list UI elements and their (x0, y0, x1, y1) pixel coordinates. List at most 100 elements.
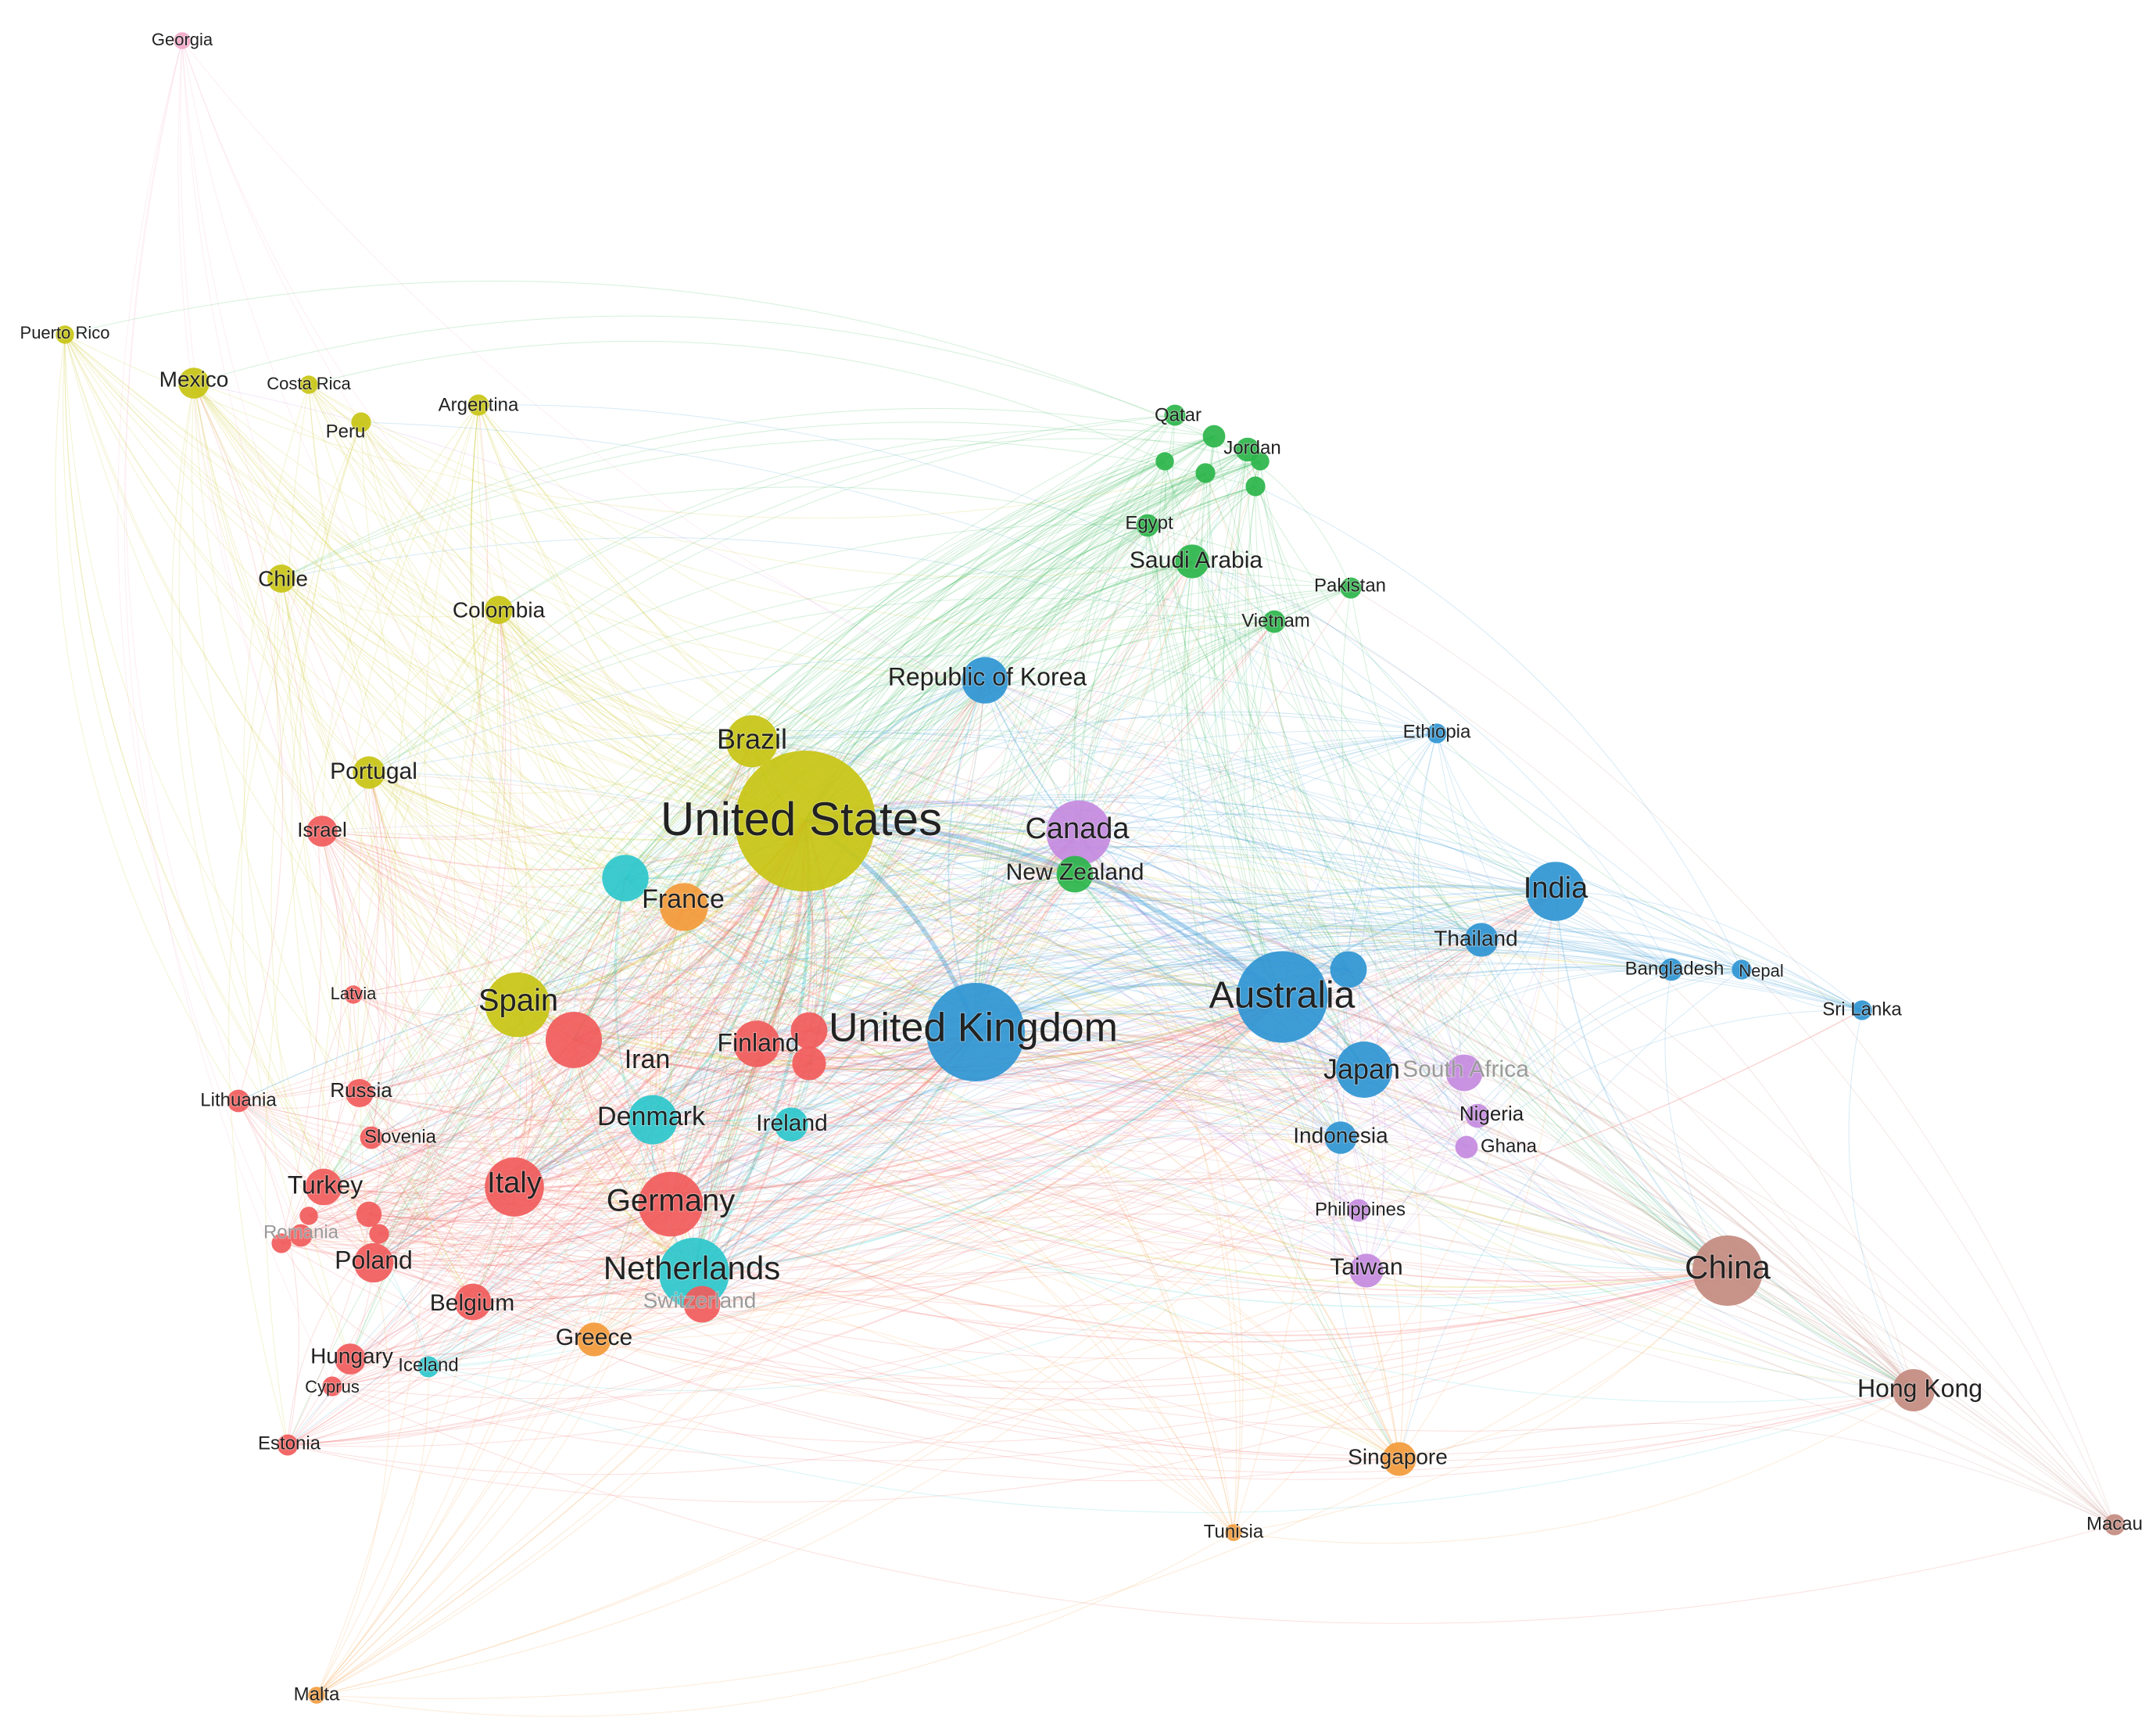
node-japan[interactable] (1336, 1042, 1392, 1098)
node-lebanon[interactable] (1251, 452, 1270, 471)
node-australia[interactable] (1236, 951, 1328, 1043)
collaboration-edge (751, 561, 1193, 742)
collaboration-edge (804, 461, 1261, 822)
node-romania[interactable] (289, 1224, 313, 1247)
node-united-states[interactable] (735, 751, 876, 891)
node-ireland[interactable] (774, 1107, 808, 1142)
node-finland[interactable] (733, 1020, 780, 1067)
node-switzerland[interactable] (683, 1285, 721, 1323)
node-puerto-rico[interactable] (56, 325, 74, 344)
node-iran[interactable] (546, 1012, 602, 1068)
collaboration-edge (514, 873, 1076, 1188)
node-spain[interactable] (485, 972, 550, 1038)
node-philippines[interactable] (1347, 1199, 1370, 1222)
node-bangladesh[interactable] (1660, 958, 1683, 981)
node-czech-republic[interactable] (356, 1201, 382, 1228)
node-republic-of-korea[interactable] (962, 657, 1008, 704)
label-iceland: Iceland (398, 1354, 458, 1375)
node-vietnam[interactable] (1262, 610, 1286, 633)
node-greece[interactable] (577, 1322, 611, 1357)
node-ghana[interactable] (1455, 1135, 1478, 1159)
collaboration-edge (238, 1100, 695, 1274)
node-indonesia[interactable] (1324, 1121, 1357, 1154)
node-chile[interactable] (267, 565, 295, 593)
collaboration-edge (287, 772, 396, 1446)
node-ethiopia[interactable] (1427, 723, 1447, 744)
node-singapore[interactable] (1382, 1442, 1416, 1476)
node-malta[interactable] (308, 1687, 325, 1704)
collaboration-edge (117, 40, 282, 1244)
node-iceland[interactable] (417, 1356, 439, 1378)
node-kuwait[interactable] (1195, 463, 1216, 483)
node-slovenia[interactable] (360, 1126, 383, 1149)
collaboration-edge (1436, 733, 1914, 1391)
node-estonia[interactable] (277, 1434, 299, 1456)
node-bahrain[interactable] (1155, 452, 1174, 471)
node-russia[interactable] (346, 1079, 374, 1107)
node-slovakia[interactable] (271, 1233, 292, 1253)
collaboration-edge (368, 772, 1365, 1073)
node-france[interactable] (660, 883, 708, 931)
node-cyprus[interactable] (322, 1376, 342, 1397)
node-austria[interactable] (790, 1012, 828, 1049)
node-colombia[interactable] (485, 596, 513, 624)
node-costa-rica[interactable] (299, 375, 318, 394)
node-thailand[interactable] (1464, 923, 1499, 957)
label-estonia: Estonia (258, 1432, 321, 1454)
collaboration-edge (514, 960, 1863, 1188)
collaboration-edge (238, 1100, 474, 1303)
collaboration-edge (193, 382, 806, 822)
node-canada[interactable] (1046, 800, 1112, 866)
node-sri-lanka[interactable] (1852, 1000, 1872, 1020)
node-sweden[interactable] (602, 855, 649, 902)
node-italy[interactable] (485, 1157, 544, 1217)
node-saudi-arabia[interactable] (1175, 544, 1209, 579)
collaboration-edge (238, 897, 1672, 1102)
node-south-africa[interactable] (1445, 1054, 1483, 1092)
node-denmark[interactable] (628, 1095, 678, 1145)
collaboration-edge (693, 1213, 1914, 1391)
node-egypt[interactable] (1136, 514, 1159, 537)
node-georgia[interactable] (174, 32, 191, 49)
node-hong-kong[interactable] (1893, 1369, 1935, 1411)
node-new-zealand[interactable] (1056, 855, 1094, 893)
collaboration-edge (287, 1366, 429, 1446)
node-croatia[interactable] (299, 1206, 318, 1225)
node-lithuania[interactable] (227, 1089, 250, 1113)
node-latvia[interactable] (344, 985, 363, 1004)
node-malaysia[interactable] (1330, 951, 1367, 988)
node-nigeria[interactable] (1465, 1103, 1490, 1128)
collaboration-edge (625, 461, 1261, 879)
node-turkey[interactable] (305, 1168, 342, 1206)
node-hungary[interactable] (335, 1343, 366, 1375)
node-india[interactable] (1526, 862, 1585, 921)
node-united-kingdom[interactable] (926, 983, 1025, 1081)
node-pakistan[interactable] (1340, 577, 1362, 599)
collaboration-edge (670, 414, 1176, 1205)
node-portugal[interactable] (353, 756, 385, 789)
node-belgium[interactable] (454, 1283, 492, 1321)
node-peru[interactable] (351, 412, 371, 432)
collaboration-edge (756, 1043, 1365, 1113)
node-taiwan[interactable] (1349, 1253, 1384, 1288)
node-poland[interactable] (353, 1242, 394, 1283)
node-serbia[interactable] (369, 1224, 389, 1244)
node-argentina[interactable] (467, 394, 489, 416)
collaboration-edge (331, 740, 753, 1387)
node-qatar[interactable] (1164, 404, 1186, 426)
label-hungary: Hungary (310, 1343, 393, 1368)
node-tunisia[interactable] (1225, 1524, 1242, 1541)
node-brazil[interactable] (725, 715, 779, 768)
collaboration-edge (1255, 486, 1742, 970)
node-oman[interactable] (1245, 476, 1266, 497)
node-germany[interactable] (638, 1171, 704, 1237)
node-norway[interactable] (792, 1046, 826, 1081)
node-uae[interactable] (1202, 425, 1226, 448)
node-china[interactable] (1692, 1235, 1763, 1306)
collaboration-edge (670, 1106, 1341, 1205)
node-mexico[interactable] (178, 368, 210, 399)
node-israel[interactable] (306, 816, 338, 847)
node-nepal[interactable] (1732, 959, 1752, 980)
collaboration-edge (614, 877, 654, 1120)
node-macau[interactable] (2104, 1514, 2126, 1536)
